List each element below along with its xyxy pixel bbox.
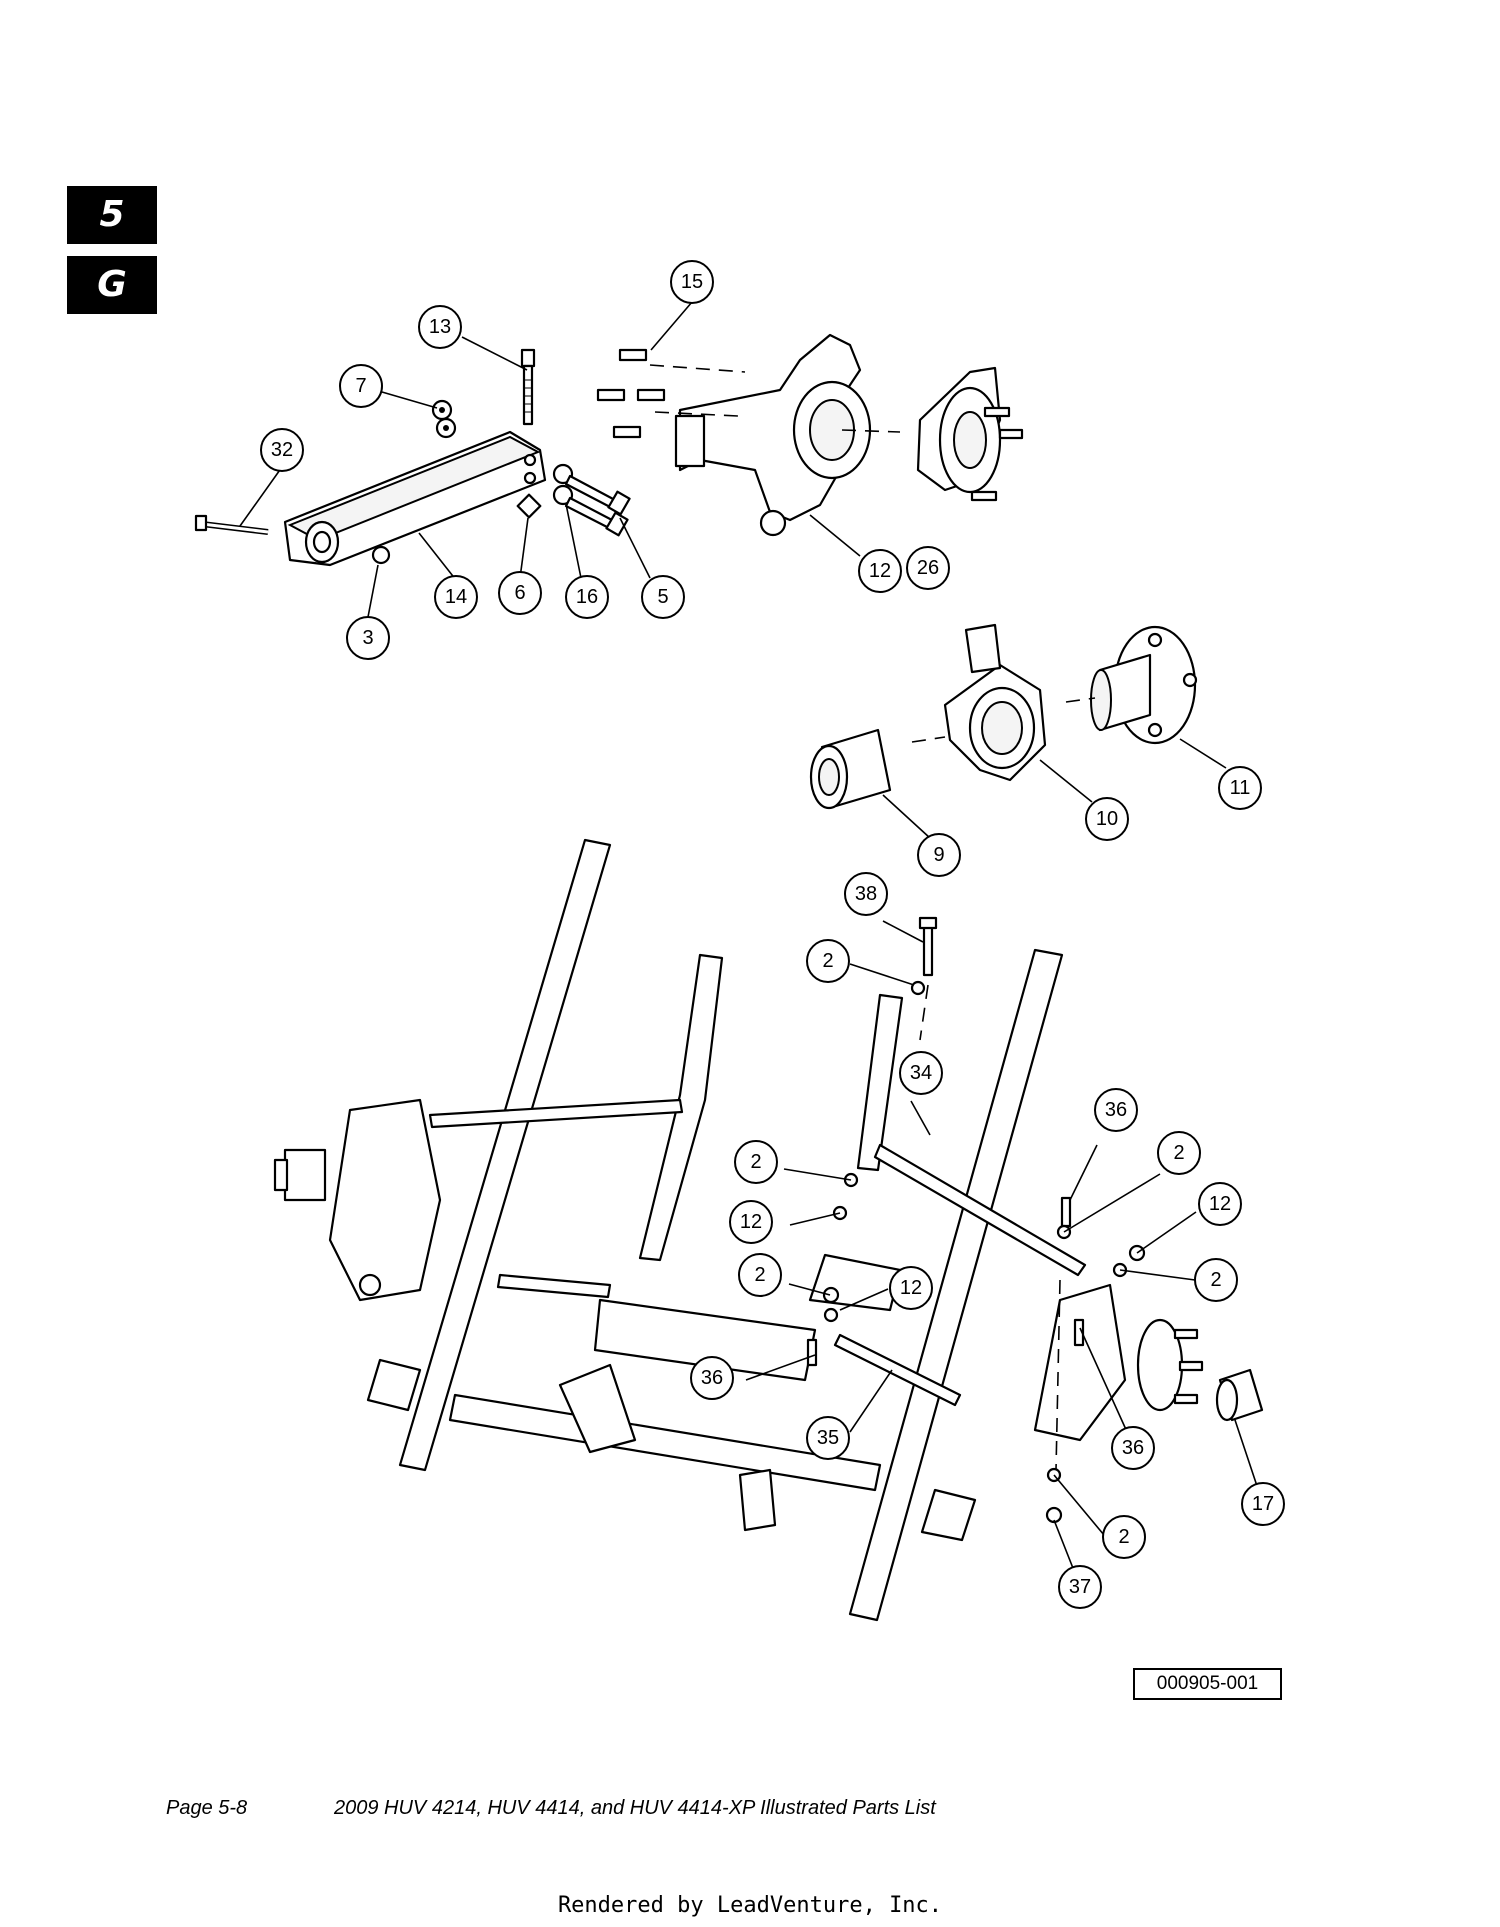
callout-34: 34	[899, 1051, 943, 1095]
callout-32: 32	[260, 428, 304, 472]
callout-5: 5	[641, 575, 685, 619]
callout-11: 11	[1218, 766, 1262, 810]
svg-text:12: 12	[1209, 1193, 1231, 1215]
cross-members	[366, 1298, 977, 1542]
callout-12: 12	[729, 1200, 773, 1244]
callout-2: 2	[1157, 1131, 1201, 1175]
svg-text:36: 36	[1105, 1099, 1127, 1121]
steering-tie-rods	[428, 1098, 1087, 1407]
hub-11	[1090, 625, 1198, 745]
bolts-5	[564, 474, 631, 537]
svg-text:17: 17	[1252, 1493, 1274, 1515]
callout-14: 14	[434, 575, 478, 619]
svg-text:36: 36	[1122, 1437, 1144, 1459]
svg-text:12: 12	[900, 1277, 922, 1299]
callout-37: 37	[1058, 1565, 1102, 1609]
svg-text:2: 2	[1173, 1142, 1184, 1164]
rendered-by-credit: Rendered by LeadVenture, Inc.	[557, 1893, 943, 1918]
svg-text:3: 3	[362, 627, 373, 649]
svg-text:2: 2	[750, 1151, 761, 1173]
svg-text:12: 12	[869, 560, 891, 582]
section-letter-tab: G	[67, 256, 157, 314]
svg-text:13: 13	[429, 316, 451, 338]
svg-text:11: 11	[1230, 777, 1251, 799]
svg-text:10: 10	[1096, 808, 1118, 830]
callout-2: 2	[734, 1140, 778, 1184]
left-hub-assembly	[273, 1098, 442, 1302]
callout-26: 26	[906, 546, 950, 590]
callout-9: 9	[917, 833, 961, 877]
callout-36: 36	[1094, 1088, 1138, 1132]
figure-code: 000905-001	[1133, 1668, 1282, 1700]
section-number-tab: 5	[67, 186, 157, 244]
callout-13: 13	[418, 305, 462, 349]
callout-2: 2	[1102, 1515, 1146, 1559]
svg-text:2: 2	[1210, 1269, 1221, 1291]
callout-7: 7	[339, 364, 383, 408]
callout-17: 17	[1241, 1482, 1285, 1526]
svg-text:9: 9	[933, 844, 944, 866]
bolt-32	[194, 514, 269, 535]
callout-12: 12	[1198, 1182, 1242, 1226]
bolts-15	[596, 348, 666, 439]
svg-text:16: 16	[576, 586, 598, 608]
svg-text:37: 37	[1069, 1576, 1091, 1598]
leader-lines	[239, 301, 1264, 1592]
trailing-arm	[283, 430, 547, 567]
nut-6	[516, 493, 542, 519]
fasteners-lower	[806, 916, 1146, 1524]
nut-3	[371, 545, 391, 565]
svg-text:35: 35	[817, 1427, 839, 1449]
callout-3: 3	[346, 616, 390, 660]
callout-16: 16	[565, 575, 609, 619]
frame-rail-left	[398, 838, 612, 1472]
callout-2: 2	[738, 1253, 782, 1297]
callout-12: 12	[889, 1266, 933, 1310]
frame-rail-right	[848, 948, 1064, 1622]
svg-text:12: 12	[740, 1211, 762, 1233]
svg-text:32: 32	[271, 439, 293, 461]
hub-assembly-26	[916, 366, 1024, 502]
svg-text:26: 26	[917, 557, 939, 579]
svg-text:5: 5	[657, 586, 668, 608]
callout-38: 38	[844, 872, 888, 916]
svg-text:2: 2	[1118, 1526, 1129, 1548]
callout-15: 15	[670, 260, 714, 304]
svg-text:15: 15	[681, 271, 703, 293]
callout-2: 2	[1194, 1258, 1238, 1302]
washers-16	[552, 463, 574, 506]
bearing-9	[809, 728, 892, 810]
svg-text:7: 7	[355, 375, 366, 397]
svg-text:34: 34	[910, 1062, 932, 1084]
footer-document-title: 2009 HUV 4214, HUV 4414, and HUV 4414-XP…	[334, 1797, 936, 1819]
svg-text:36: 36	[701, 1367, 723, 1389]
knuckle-12	[674, 333, 872, 537]
svg-text:2: 2	[822, 950, 833, 972]
svg-text:2: 2	[754, 1264, 765, 1286]
svg-text:14: 14	[445, 586, 467, 608]
callout-36: 36	[1111, 1426, 1155, 1470]
footer-page-number: Page 5-8	[166, 1797, 248, 1819]
bolt-13	[520, 348, 536, 426]
svg-text:38: 38	[855, 883, 877, 905]
nuts-7	[431, 399, 457, 439]
housing-10	[943, 623, 1047, 782]
callout-35: 35	[806, 1416, 850, 1460]
callout-6: 6	[498, 571, 542, 615]
svg-text:6: 6	[514, 582, 525, 604]
callout-10: 10	[1085, 797, 1129, 841]
callout-12: 12	[858, 549, 902, 593]
cap-17	[1215, 1368, 1264, 1422]
callout-2: 2	[806, 939, 850, 983]
callout-36: 36	[690, 1356, 734, 1400]
